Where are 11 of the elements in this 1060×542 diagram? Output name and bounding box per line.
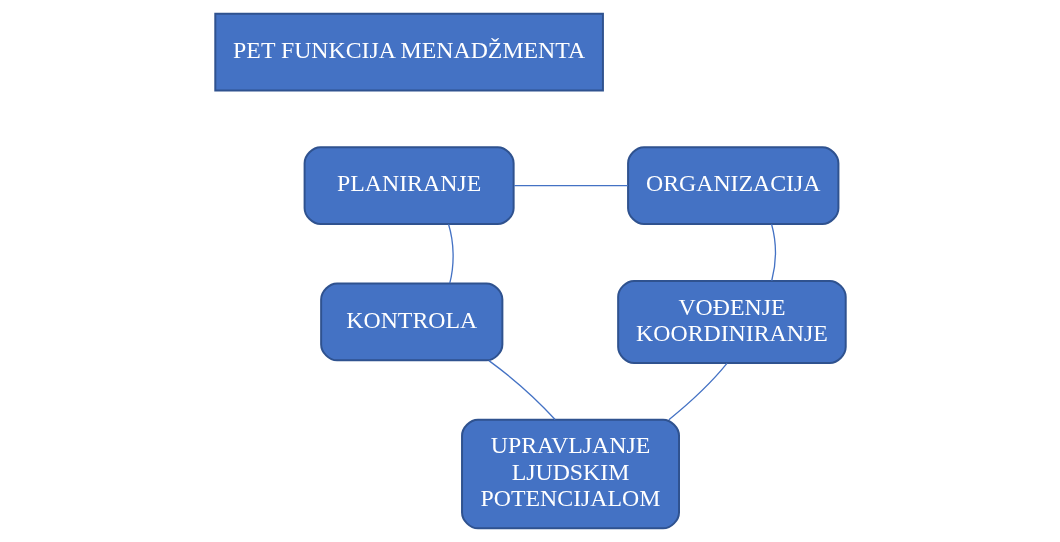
connector bbox=[487, 359, 556, 421]
node-box: PET FUNKCIJA MENADŽMENTA bbox=[213, 12, 604, 92]
connector bbox=[770, 223, 776, 282]
node-box: PLANIRANJE bbox=[303, 146, 515, 225]
node-box: VOĐENJE KOORDINIRANJE bbox=[616, 279, 847, 364]
node-box: ORGANIZACIJA bbox=[626, 146, 839, 225]
connector bbox=[667, 362, 728, 421]
node-box: KONTROLA bbox=[319, 282, 503, 362]
connector bbox=[447, 223, 454, 284]
connector bbox=[513, 185, 629, 187]
node-box: UPRAVLJANJE LJUDSKIM POTENCIJALOM bbox=[460, 418, 680, 530]
